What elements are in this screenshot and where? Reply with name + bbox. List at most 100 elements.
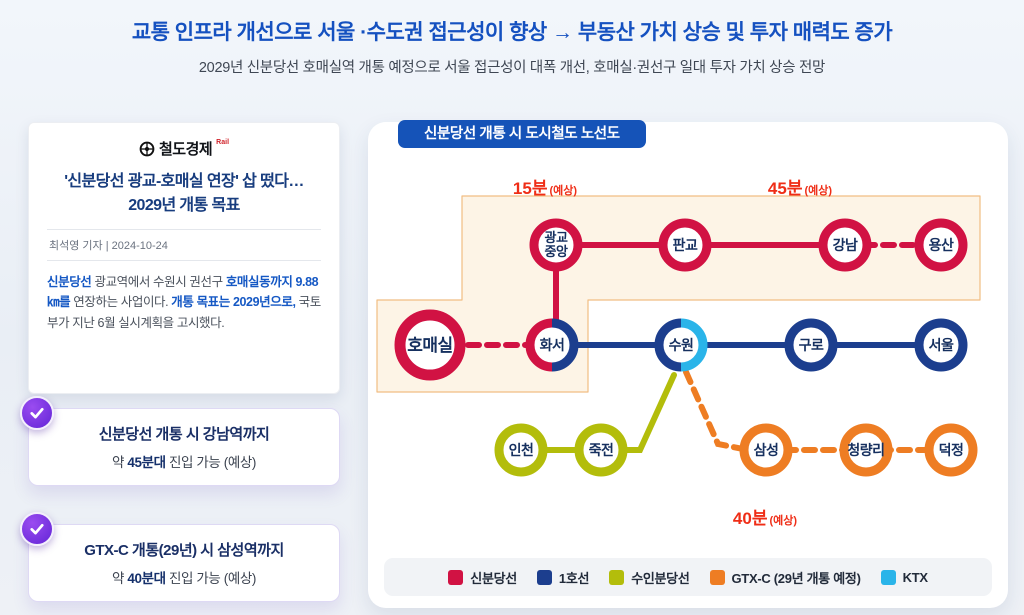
station-homaesil: 호매실 bbox=[394, 309, 466, 381]
callout-title: GTX-C 개통(29년) 시 삼성역까지 bbox=[84, 542, 284, 559]
station-circle bbox=[494, 423, 548, 477]
newspaper-logo: 철도경제 Rail bbox=[47, 138, 321, 159]
station-label: 구로 bbox=[799, 337, 824, 353]
legend-label: 신분당선 bbox=[470, 570, 517, 586]
callout-gangnam-access: 신분당선 개통 시 강남역까지 약 45분대 진입 가능 (예상) bbox=[20, 396, 340, 486]
legend-item-shinbundang: 신분당선 bbox=[448, 568, 517, 587]
article-byline: 최석영 기자 | 2024-10-24 bbox=[47, 229, 321, 261]
legend-label: GTX-C (29년 개통 예정) bbox=[731, 570, 861, 586]
body-text: 국토부가 지난 6월 실시계획을 고시했다. bbox=[47, 295, 321, 330]
callout-samseong-access: GTX-C 개통(29년) 시 삼성역까지 약 40분대 진입 가능 (예상) bbox=[20, 512, 340, 602]
time-label-15min: 15분(예상) bbox=[513, 179, 577, 198]
station-circle bbox=[924, 423, 978, 477]
legend-item-gtxc: GTX-C (29년 개통 예정) bbox=[709, 568, 861, 587]
station-circle bbox=[658, 218, 712, 272]
hwaseo-red-half bbox=[525, 318, 553, 372]
body-highlight: 개통 목표는 2029년으로, bbox=[171, 295, 296, 310]
body-text: 광교역에서 수원시 권선구 bbox=[91, 275, 226, 289]
page-subtitle: 2029년 신분당선 호매실역 개통 예정으로 서울 접근성이 대폭 개선, 호… bbox=[198, 60, 826, 76]
desc-bold: 45분대 bbox=[127, 455, 166, 470]
station-pangyo: 판교 bbox=[658, 218, 712, 272]
station-incheon: 인천 bbox=[494, 423, 548, 477]
station-label: 죽전 bbox=[589, 442, 614, 458]
body-highlight: 호매실동까지 9.88㎞를 bbox=[47, 275, 319, 310]
station-yongsan: 용산 bbox=[914, 218, 968, 272]
station-label: 화서 bbox=[540, 337, 565, 353]
legend-swatch bbox=[709, 569, 725, 585]
station-label: 서울 bbox=[929, 337, 954, 353]
header: 교통 인프라 개선으로 서울 ·수도권 접근성이 향상 → 부동산 가치 상승 … bbox=[0, 16, 1024, 77]
station-label: 판교 bbox=[673, 237, 698, 253]
station-circle bbox=[574, 423, 628, 477]
desc-prefix: 약 bbox=[111, 455, 128, 470]
map-title-badge: 신분당선 개통 시 도시철도 노선도 bbox=[398, 120, 646, 148]
logo-text: 철도경제 bbox=[158, 141, 213, 158]
gtxc-suwon-samseong-dashed bbox=[683, 369, 751, 453]
body-text: 연장하는 사업이다. bbox=[70, 295, 172, 310]
station-label: 덕정 bbox=[939, 442, 964, 458]
suwon-ktx-half bbox=[680, 318, 708, 372]
station-cheongnyangni: 청량리 bbox=[839, 423, 893, 477]
station-label: 청량리 bbox=[847, 442, 884, 458]
legend-swatch bbox=[609, 569, 625, 585]
callout-description: 약 40분대 진입 가능 (예상) bbox=[39, 567, 329, 587]
legend-swatch bbox=[448, 569, 464, 585]
check-icon bbox=[20, 512, 54, 546]
body-highlight: 신분당선 bbox=[47, 275, 92, 289]
check-icon bbox=[20, 396, 54, 430]
logo-tagline: Rail bbox=[216, 139, 230, 146]
time-label-40min: 40분(예상) bbox=[733, 509, 797, 528]
station-circle bbox=[529, 218, 583, 272]
hwaseo-blue-half bbox=[551, 318, 579, 372]
station-guro: 구로 bbox=[784, 318, 838, 372]
station-jukjeon: 죽전 bbox=[574, 423, 628, 477]
station-hwaseo: 화서 bbox=[525, 318, 579, 372]
legend-label: 수인분당선 bbox=[631, 570, 690, 586]
desc-bold: 40분대 bbox=[127, 571, 166, 586]
station-circle bbox=[839, 423, 893, 477]
train-wheel-icon bbox=[139, 141, 155, 156]
headline-line2: 2029년 개통 목표 bbox=[128, 197, 240, 214]
station-label: 호매실 bbox=[407, 336, 452, 355]
station-label: 수원 bbox=[669, 337, 694, 353]
legend-label: 1호선 bbox=[558, 570, 590, 586]
station-circle bbox=[530, 323, 574, 367]
callout-description: 약 45분대 진입 가능 (예상) bbox=[39, 451, 329, 471]
page-title: 교통 인프라 개선으로 서울 ·수도권 접근성이 향상 → 부동산 가치 상승 … bbox=[131, 21, 893, 44]
station-seoul: 서울 bbox=[914, 318, 968, 372]
station-circle bbox=[394, 309, 466, 381]
station-suwon: 수원 bbox=[654, 318, 708, 372]
station-circle bbox=[739, 423, 793, 477]
station-circle bbox=[659, 323, 703, 367]
station-circle bbox=[914, 218, 968, 272]
legend-item-line1: 1호선 bbox=[536, 568, 590, 587]
suwon-blue-half bbox=[654, 318, 682, 372]
legend-item-ktx: KTX bbox=[880, 569, 928, 585]
left-column: 철도경제 Rail '신분당선 광교-호매실 연장' 삽 떴다… 2029년 개… bbox=[20, 122, 340, 602]
news-article-card: 철도경제 Rail '신분당선 광교-호매실 연장' 삽 떴다… 2029년 개… bbox=[28, 122, 340, 394]
station-label: 용산 bbox=[929, 237, 954, 253]
time-label-45min: 45분(예상) bbox=[768, 179, 832, 198]
station-deokjeong: 덕정 bbox=[924, 423, 978, 477]
desc-suffix: 진입 가능 (예상) bbox=[165, 571, 256, 586]
legend-label: KTX bbox=[902, 569, 928, 585]
station-circle bbox=[914, 318, 968, 372]
station-label: 강남 bbox=[833, 237, 858, 253]
station-gangnam: 강남 bbox=[818, 218, 872, 272]
station-label: 인천 bbox=[509, 442, 534, 458]
station-samseong: 삼성 bbox=[739, 423, 793, 477]
legend-item-suin-bundang: 수인분당선 bbox=[609, 568, 690, 587]
station-circle bbox=[818, 218, 872, 272]
legend-swatch bbox=[536, 569, 552, 585]
legend-swatch bbox=[880, 569, 896, 585]
map-legend: 신분당선 1호선 수인분당선 GTX-C (29년 개통 예정) KTX bbox=[384, 558, 992, 596]
station-circle bbox=[784, 318, 838, 372]
article-body: 신분당선 광교역에서 수원시 권선구 호매실동까지 9.88㎞를 연장하는 사업… bbox=[47, 272, 321, 333]
headline-line1: '신분당선 광교-호매실 연장' 삽 떴다… bbox=[64, 173, 304, 190]
station-label: 삼성 bbox=[754, 442, 779, 458]
